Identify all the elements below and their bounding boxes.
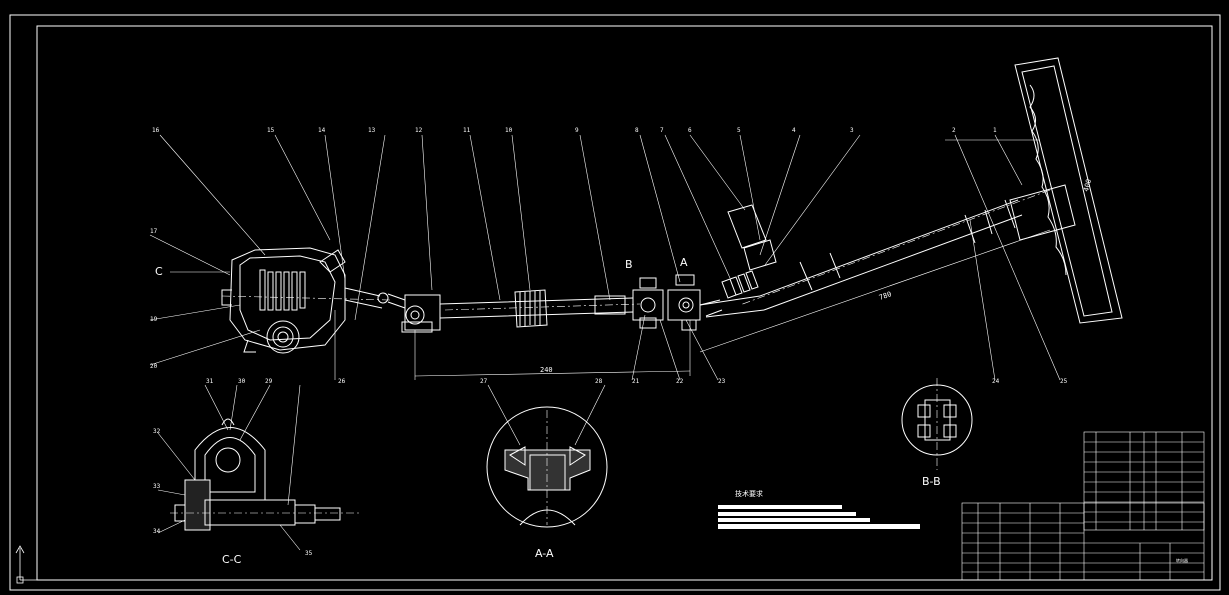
callout-29: 29 [265,378,273,385]
callout-15: 15 [267,127,275,134]
section-cc-view [157,384,360,551]
callout-22: 22 [676,378,684,385]
intermediate-shaft [439,289,641,328]
tech-requirements-title: 技术要求 [735,489,763,498]
callout-17: 17 [150,228,158,235]
callout-9: 9 [575,127,579,134]
universal-joint-lower [377,292,441,333]
callout-25: 25 [1060,378,1068,385]
callout-23: 23 [718,378,726,385]
callout-10: 10 [505,127,513,134]
callout-35: 35 [305,550,313,557]
steering-wheel [1009,57,1123,324]
steering-gear-box [221,247,391,354]
steering-column [699,189,1051,318]
section-label-cc: C-C [222,553,242,566]
section-aa-view [486,384,608,528]
section-tag-a: A [680,256,688,269]
universal-joint-a [632,274,701,331]
callout-6: 6 [688,127,692,134]
callout-28: 28 [595,378,603,385]
callout-32: 32 [153,428,161,435]
parts-list-table [1083,431,1205,531]
title-block [961,502,1205,581]
ucs-axis-icon [15,545,38,584]
section-label-bb: B-B [922,475,941,488]
callout-14: 14 [318,127,326,134]
callout-3: 3 [850,127,854,134]
callout-16: 16 [152,127,160,134]
callout-12: 12 [415,127,423,134]
callout-5: 5 [737,127,741,134]
callout-34: 34 [153,528,161,535]
tech-requirements-lines [718,505,920,529]
callout-11: 11 [463,127,471,134]
callout-labels: 16 15 14 13 12 11 10 9 8 7 6 5 4 3 2 1 1… [150,127,1068,557]
callout-20: 20 [150,363,158,370]
section-tag-b: B [625,258,633,271]
callout-31: 31 [206,378,214,385]
callout-27: 27 [480,378,488,385]
callout-13: 13 [368,127,376,134]
callout-4: 4 [792,127,796,134]
section-label-aa: A-A [535,547,554,560]
section-bb-view [901,378,973,470]
callout-26: 26 [338,378,346,385]
dimension-horizontal: 240 [540,366,553,374]
callout-8: 8 [635,127,639,134]
title-block-label: 转向器 [1176,557,1188,563]
callout-30: 30 [238,378,246,385]
callout-7: 7 [660,127,664,134]
callout-21: 21 [632,378,640,385]
inner-border [36,25,1213,581]
dimension-wheel: 400 [1082,178,1093,192]
outer-border [9,14,1221,591]
section-tag-c: C [155,265,163,278]
callout-19: 19 [150,316,158,323]
callout-33: 33 [153,483,161,490]
dimension-shaft-length: 780 [878,290,893,302]
callout-24: 24 [992,378,1000,385]
leader-lines [149,134,1061,381]
callout-1: 1 [993,127,997,134]
dimension-lines [414,229,1051,380]
callout-2: 2 [952,127,956,134]
